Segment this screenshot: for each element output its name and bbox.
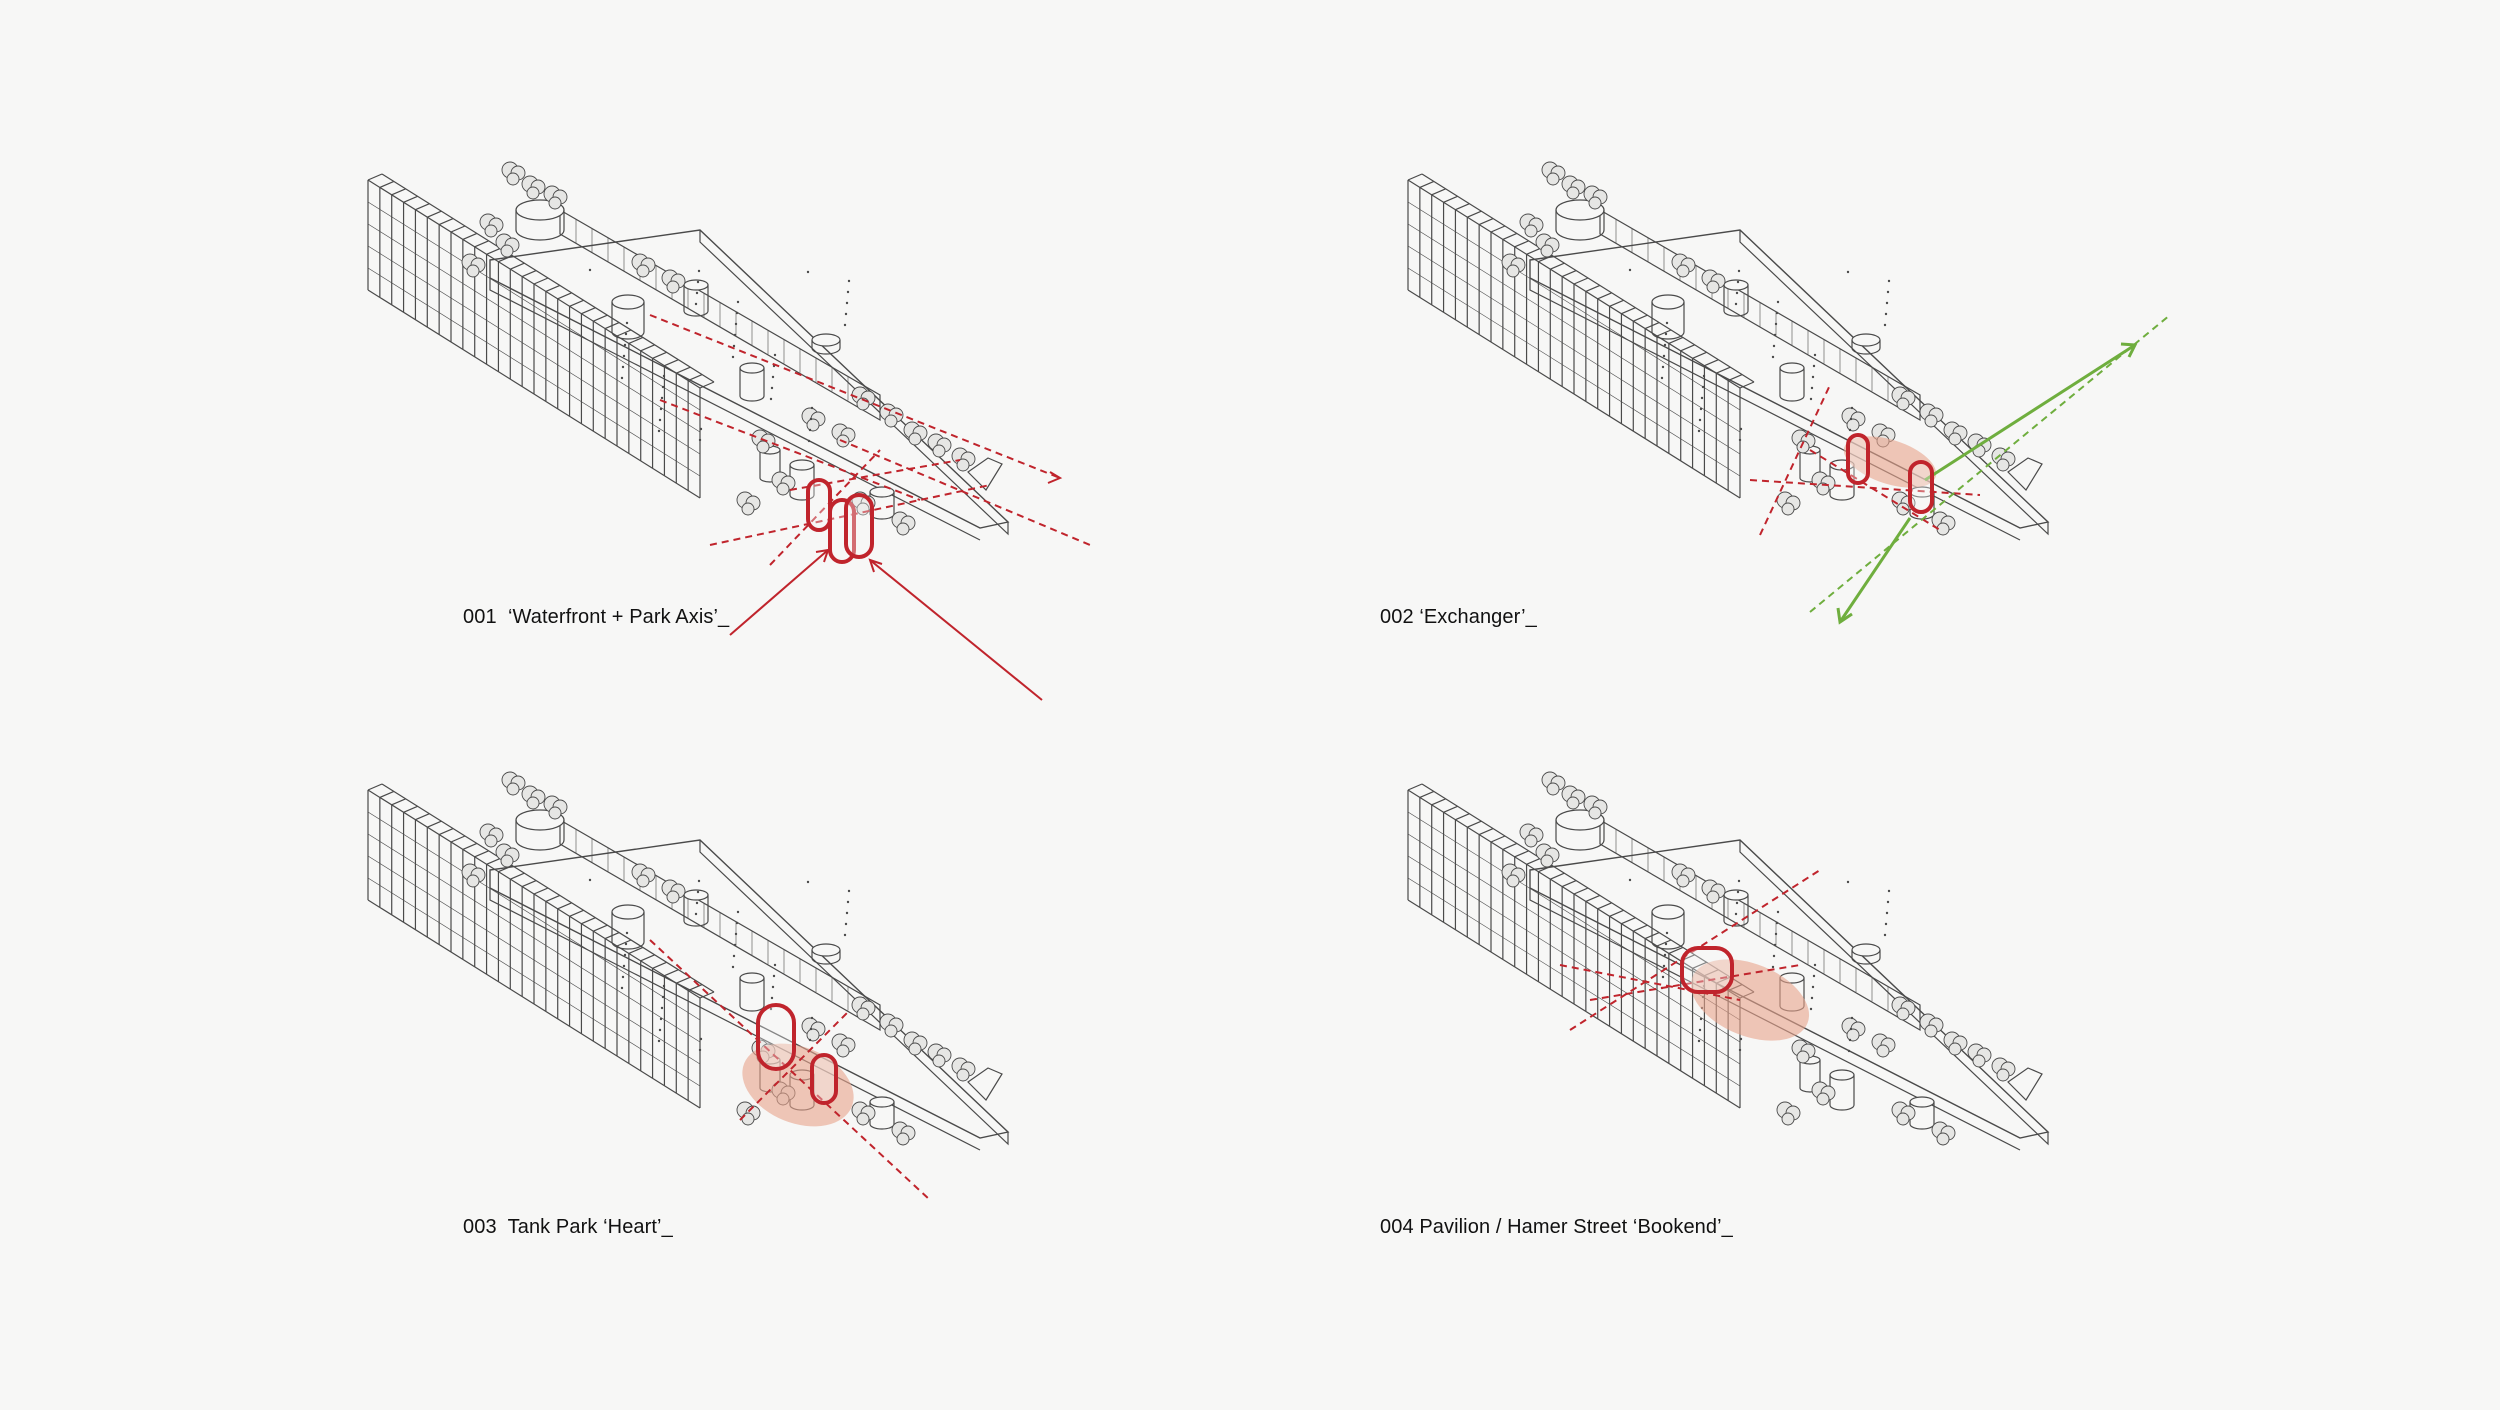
site-platform (489, 229, 1010, 541)
approach-arrow (729, 549, 829, 636)
arrowhead (2120, 342, 2138, 358)
overlay-tank-park-heart (649, 939, 931, 1201)
gantry-frame (367, 173, 715, 499)
link-arrow-dashed (1749, 479, 1981, 496)
park-axis-dashed (739, 1009, 851, 1121)
park-axis-dashed (649, 939, 931, 1201)
gantry-frame (367, 783, 715, 1109)
site-axonometric-drawing (367, 161, 1010, 541)
shed-building (1599, 208, 1921, 422)
site-linework (1407, 771, 2050, 1151)
tank-highlight (756, 1003, 796, 1071)
site-axonometric-drawing (1407, 771, 2050, 1151)
panel-caption: 003 Tank Park ‘Heart’_ (463, 1216, 673, 1238)
people-dots (588, 878, 851, 1053)
panel-002: 002 ‘Exchanger’_ (1380, 150, 2380, 800)
site-linework (1407, 161, 2050, 541)
green-axis-dashed (1809, 314, 2171, 613)
gantry-frame (1407, 783, 1755, 1109)
people-dots (1628, 268, 1891, 443)
site-platform (1529, 839, 2050, 1151)
panel-004: 004 Pavilion / Hamer Street ‘Bookend’_ (1380, 760, 2380, 1410)
link-arrow-dashed (1759, 384, 1831, 536)
tank-highlight (1908, 460, 1934, 514)
heart-zone (742, 1043, 854, 1127)
street-axis-dashed (1559, 964, 1741, 1001)
approach-arrow (869, 559, 1043, 701)
panel-caption: 002 ‘Exchanger’_ (1380, 606, 1537, 628)
tank-highlight (810, 1053, 838, 1105)
axis-arrow-dashed (789, 459, 961, 491)
site-linework (367, 161, 1010, 541)
green-arrow (1838, 517, 1912, 623)
tree-clusters (1501, 771, 2016, 1146)
overlay-exchanger (1749, 314, 2171, 625)
panel-caption: 004 Pavilion / Hamer Street ‘Bookend’_ (1380, 1216, 1733, 1238)
overlay-pavilion-bookend (1559, 869, 1821, 1041)
arrowhead (868, 558, 883, 573)
pier (967, 1067, 1003, 1101)
bookend-zone (1690, 959, 1810, 1041)
tree-clusters (461, 161, 976, 536)
link-arrow-dashed (1809, 449, 1941, 531)
tank-highlight (844, 493, 874, 559)
pier (2007, 1067, 2043, 1101)
arrowhead (1836, 607, 1853, 625)
pier (2007, 457, 2043, 491)
overlay-waterfront-park-axis (649, 314, 1091, 701)
pavilion-highlight (1680, 946, 1734, 994)
green-arrow (1924, 343, 2136, 482)
panel-caption: 001 ‘Waterfront + Park Axis’_ (463, 606, 730, 628)
site-axonometric-drawing (1407, 161, 2050, 541)
axis-arrow-dashed (839, 439, 1091, 546)
people-dots (588, 268, 851, 443)
axis-arrow-dashed (769, 449, 881, 566)
arrowhead (1047, 471, 1063, 484)
shed-building (1599, 818, 1921, 1032)
axis-arrow-dashed (659, 399, 921, 501)
axis-arrow-dashed (649, 314, 1061, 479)
panel-001: 001 ‘Waterfront + Park Axis’_ (340, 150, 1340, 800)
tank-highlight (806, 478, 832, 532)
panel-003: 003 Tank Park ‘Heart’_ (340, 760, 1340, 1410)
gantry-frame (1407, 173, 1755, 499)
tank-highlight (1846, 433, 1870, 485)
pier (967, 457, 1003, 491)
